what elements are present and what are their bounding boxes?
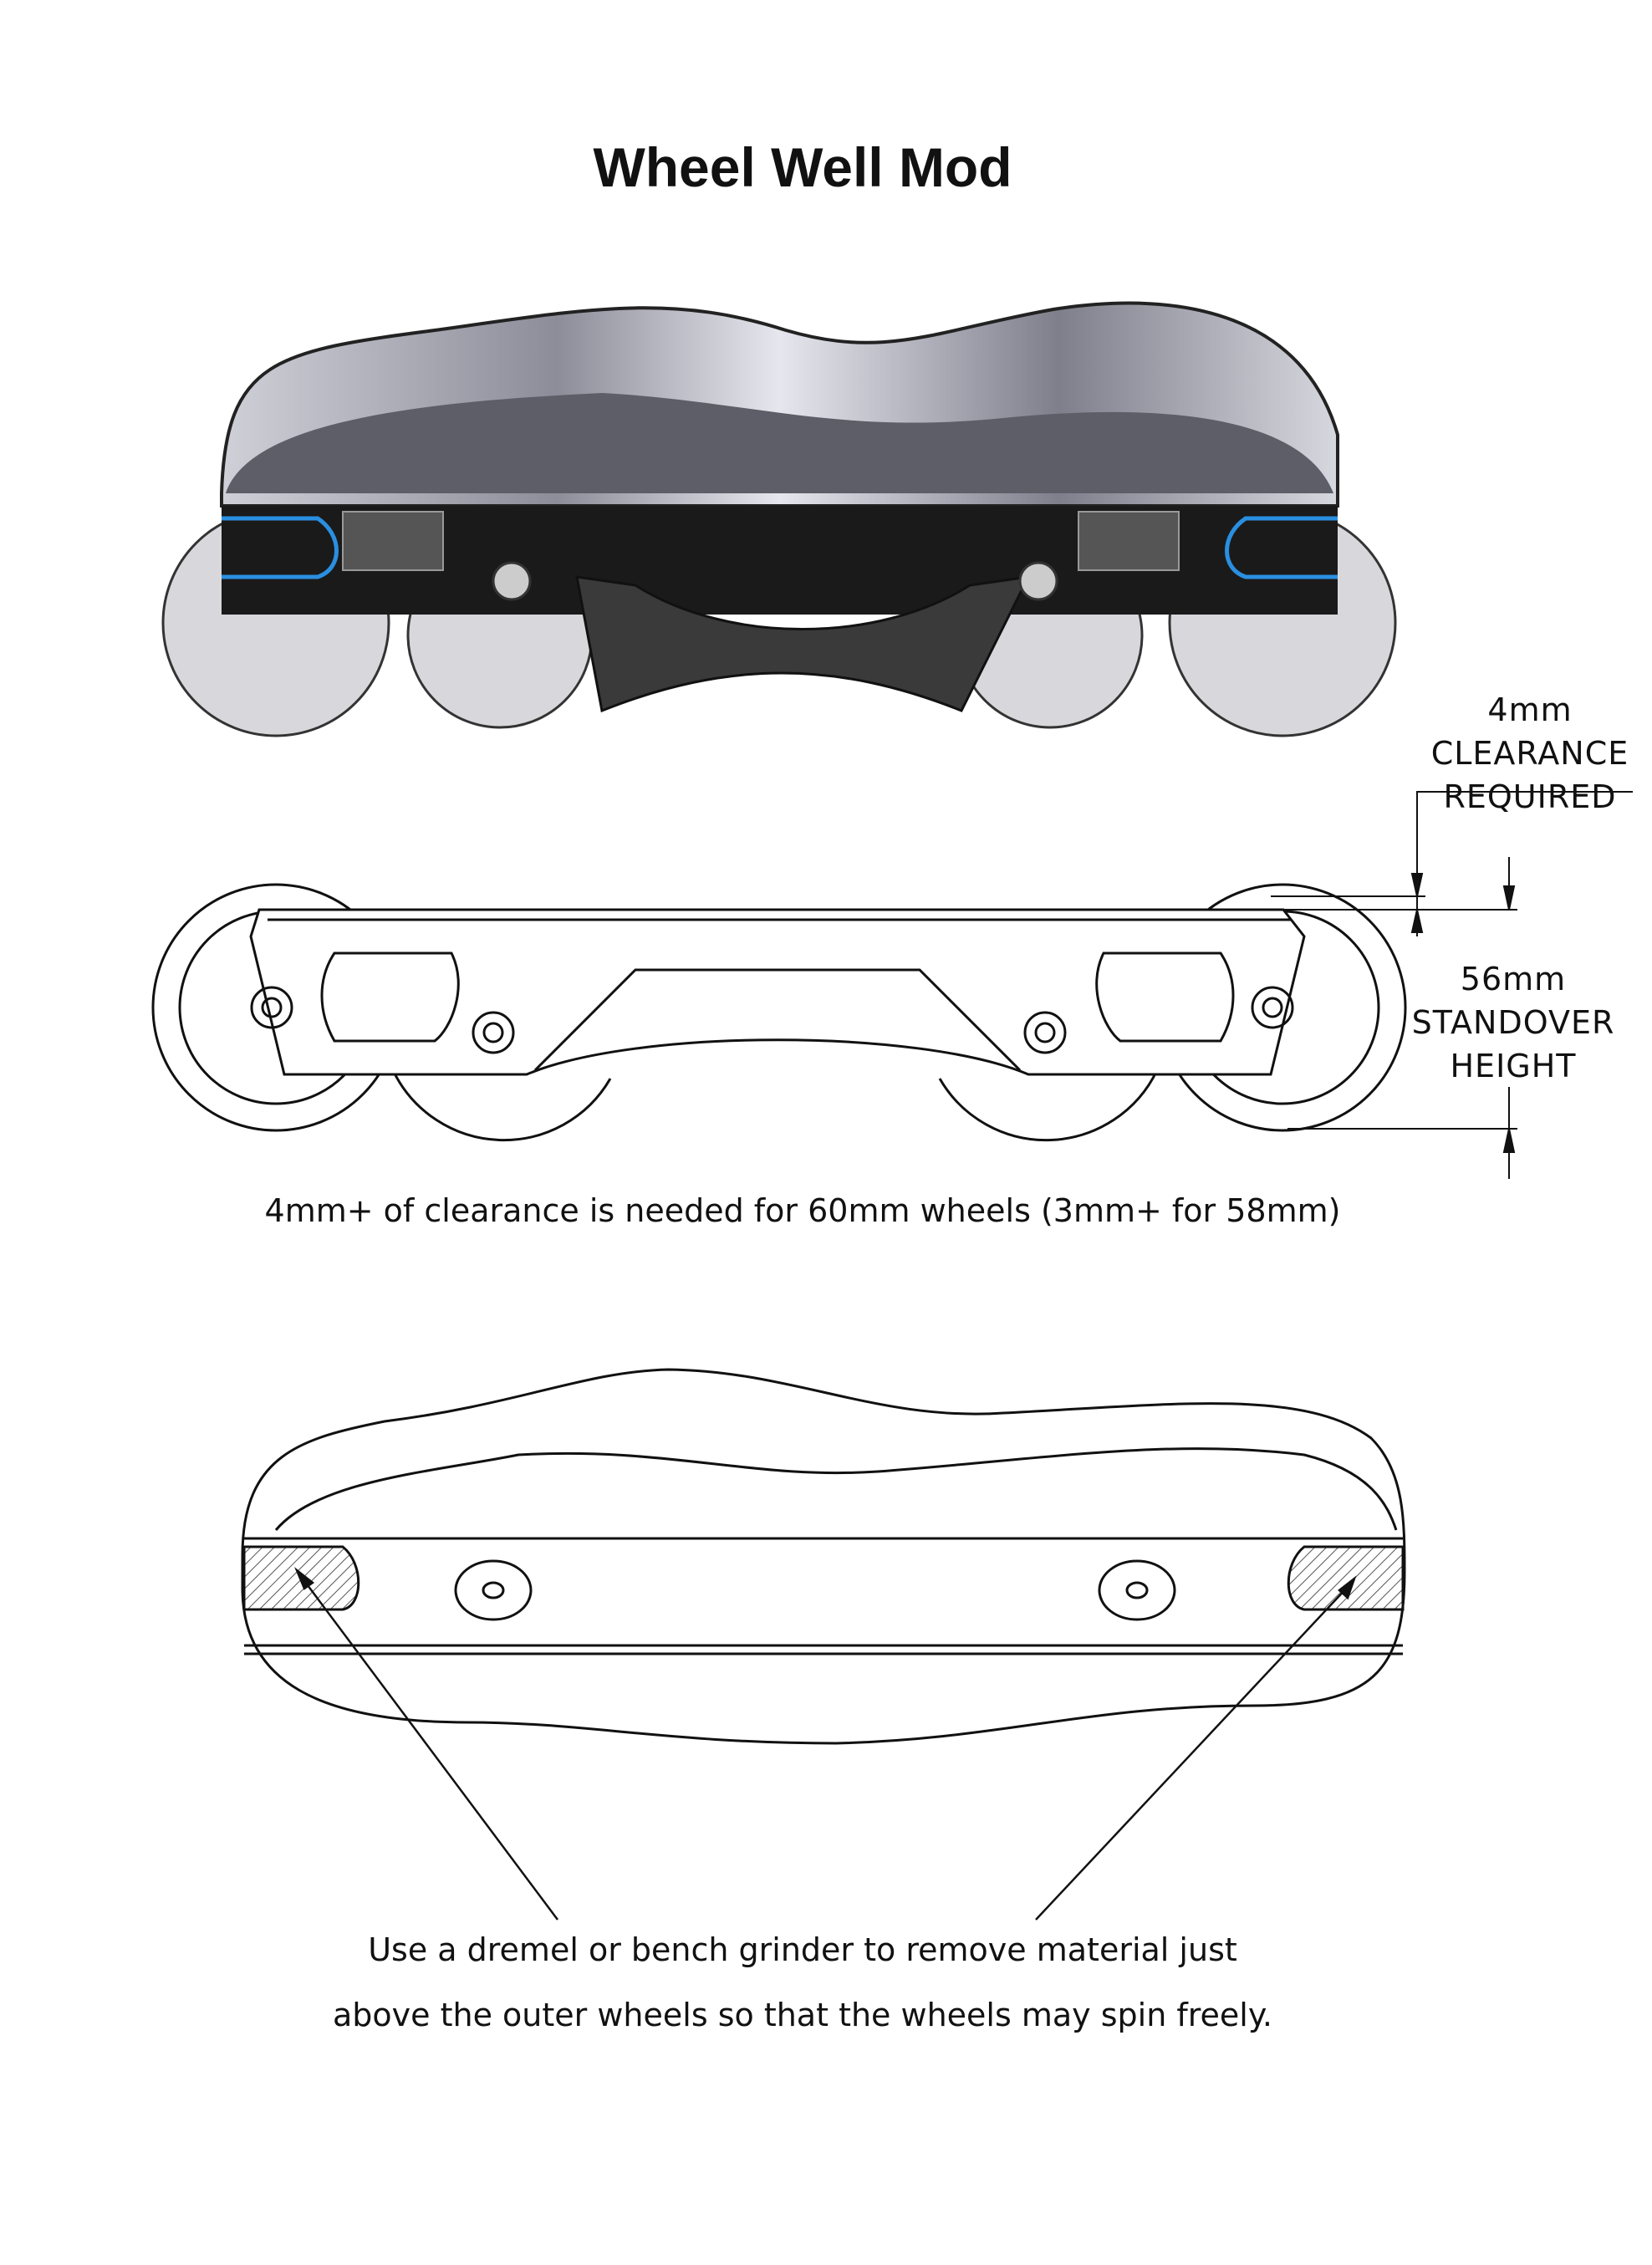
clearance-value: 4mm xyxy=(1487,691,1573,728)
clearance-note: 4mm+ of clearance is needed for 60mm whe… xyxy=(264,1192,1341,1229)
callout-arrows xyxy=(294,1567,1357,1921)
page-title: Wheel Well Mod xyxy=(593,136,1012,198)
standover-label-line1: STANDOVER xyxy=(1411,1004,1615,1041)
clearance-label-line2: REQUIRED xyxy=(1443,778,1617,815)
clearance-label-line1: CLEARANCE xyxy=(1430,735,1629,772)
standover-value: 56mm xyxy=(1460,961,1567,997)
dimension-lines xyxy=(1271,791,1633,1179)
instruction-line-2: above the outer wheels so that the wheel… xyxy=(332,1997,1273,2033)
instruction-line-1: Use a dremel or bench grinder to remove … xyxy=(368,1931,1237,1968)
bottom-view-drawing xyxy=(241,1368,1406,1745)
bolt-icons xyxy=(250,986,1294,1054)
clearance-dimension-label: 4mm CLEARANCE REQUIRED xyxy=(1405,688,1652,819)
standover-label-line2: HEIGHT xyxy=(1450,1048,1577,1084)
wheel-well-highlight xyxy=(222,516,1338,579)
render-3d-frame xyxy=(161,301,1397,737)
side-view-drawing xyxy=(151,883,1407,1142)
standover-dimension-label: 56mm STANDOVER HEIGHT xyxy=(1388,957,1639,1088)
